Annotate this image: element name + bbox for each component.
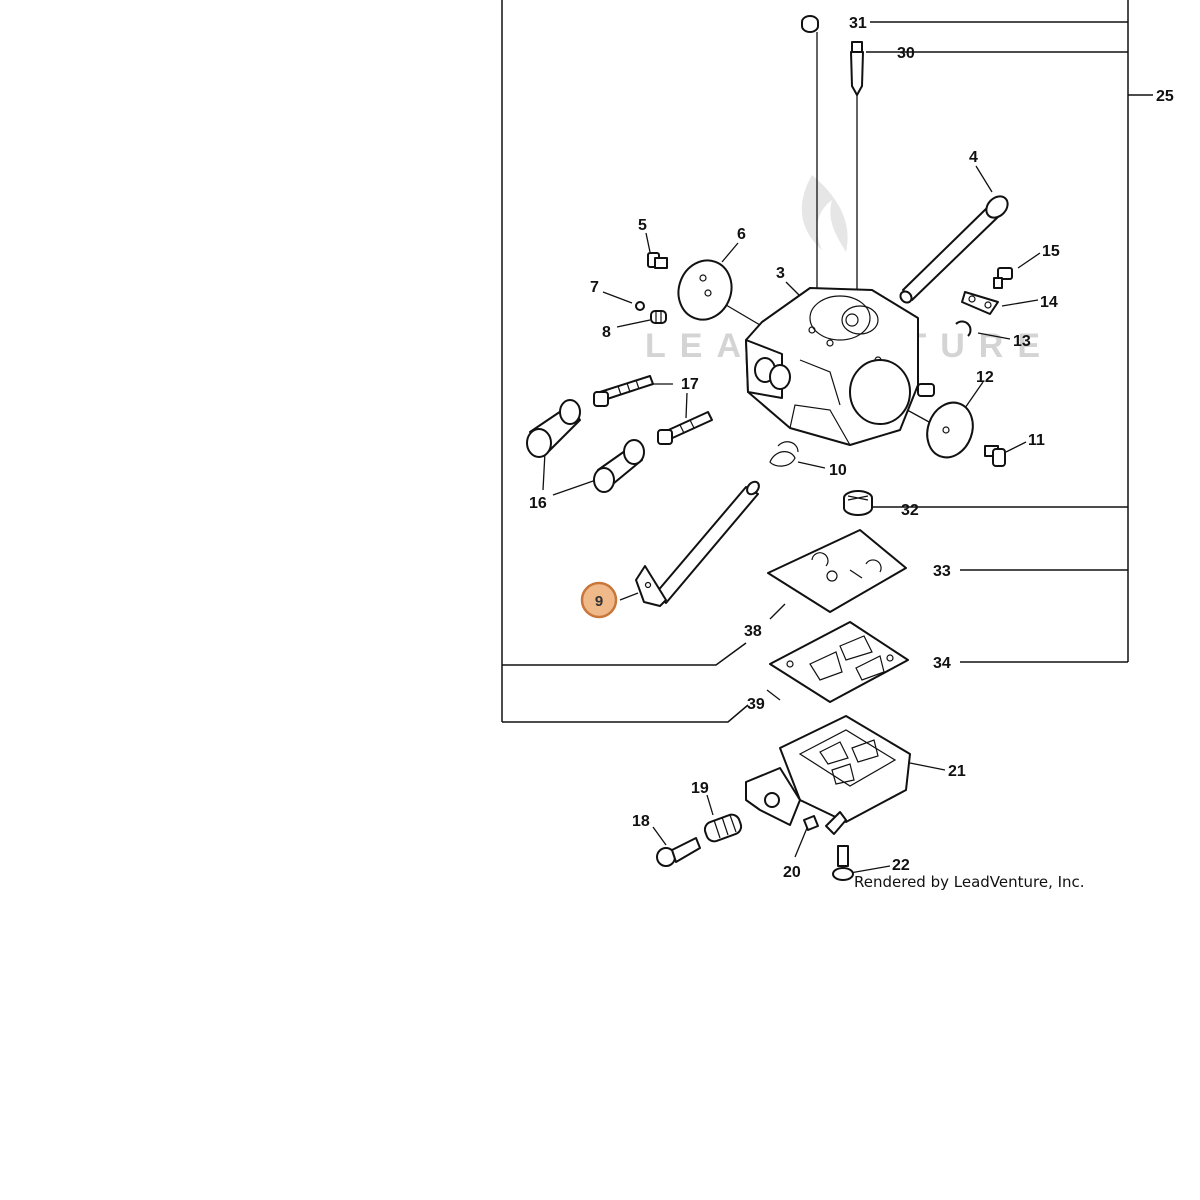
part-18-screw[interactable]	[656, 837, 701, 867]
part-11-screw[interactable]	[984, 445, 1006, 467]
part-31-plug[interactable]	[801, 15, 819, 33]
callout-34[interactable]: 34	[933, 655, 951, 672]
callout-13[interactable]: 13	[1013, 333, 1031, 350]
part-20-needle[interactable]	[803, 815, 819, 831]
part-38-gasket[interactable]	[767, 529, 907, 613]
part-30-needle-valve[interactable]	[850, 41, 864, 96]
part-6-diaphragm[interactable]	[670, 253, 739, 327]
callout-18[interactable]: 18	[632, 813, 650, 830]
callout-12[interactable]: 12	[976, 369, 994, 386]
callout-25[interactable]: 25	[1156, 88, 1174, 105]
part-14-plate[interactable]	[961, 291, 999, 315]
callout-7[interactable]: 7	[590, 279, 599, 296]
callout-21[interactable]: 21	[948, 763, 966, 780]
callout-5[interactable]: 5	[638, 217, 647, 234]
callout-10[interactable]: 10	[829, 462, 847, 479]
callout-32[interactable]: 32	[901, 502, 919, 519]
callout-20[interactable]: 20	[783, 864, 801, 881]
callout-39[interactable]: 39	[747, 696, 765, 713]
callout-17[interactable]: 17	[681, 376, 699, 393]
callout-3[interactable]: 3	[776, 265, 785, 282]
part-9-shaft[interactable]	[635, 479, 761, 607]
callout-15[interactable]: 15	[1042, 243, 1060, 260]
callout-6[interactable]: 6	[737, 226, 746, 243]
part-19-spring[interactable]	[703, 812, 744, 843]
callout-4[interactable]: 4	[969, 149, 978, 166]
part-17-adjusting-screws[interactable]	[593, 375, 713, 445]
callout-14[interactable]: 14	[1040, 294, 1058, 311]
part-34-gasket[interactable]	[769, 621, 909, 703]
part-4-shaft[interactable]	[898, 192, 1012, 305]
callout-22[interactable]: 22	[892, 857, 910, 874]
part-13-clip[interactable]	[955, 320, 972, 337]
callout-33[interactable]: 33	[933, 563, 951, 580]
callout-19[interactable]: 19	[691, 780, 709, 797]
part-10-spring[interactable]	[769, 441, 799, 467]
part-12-diaphragm[interactable]	[920, 396, 980, 464]
part-3-carburetor-body[interactable]	[745, 287, 935, 446]
part-15-screw[interactable]	[993, 267, 1013, 289]
callout-38[interactable]: 38	[744, 623, 762, 640]
callout-30[interactable]: 30	[897, 45, 915, 62]
callout-31[interactable]: 31	[849, 15, 867, 32]
credit-text: Rendered by LeadVenture, Inc.	[854, 873, 1085, 891]
callout-16[interactable]: 16	[529, 495, 547, 512]
part-16-fittings[interactable]	[526, 399, 645, 493]
part-21-pump-cover[interactable]	[745, 715, 911, 835]
part-5-screw[interactable]	[647, 252, 668, 269]
part-8-spring[interactable]	[650, 310, 667, 324]
bracket-lines	[501, 0, 1153, 723]
callout-9[interactable]: 9	[595, 593, 603, 610]
highlighted-callout-9[interactable]: 9	[580, 581, 618, 619]
callout-labels: 31 30 25 4 5 6 3 15 7 14 8 13 12 17 11 1…	[529, 15, 1174, 881]
part-7-ball[interactable]	[635, 301, 645, 311]
part-22-screw[interactable]	[832, 845, 854, 881]
callout-8[interactable]: 8	[602, 324, 611, 341]
part-32-filter-screen[interactable]	[843, 490, 873, 516]
callout-11[interactable]: 11	[1028, 432, 1045, 449]
